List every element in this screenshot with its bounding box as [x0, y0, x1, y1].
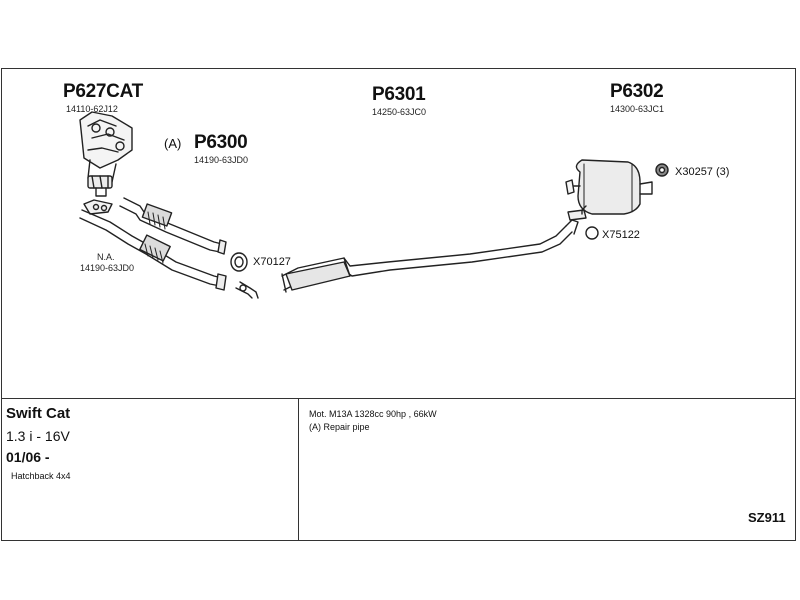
oem-number-p6301: 14250-63JC0: [372, 107, 427, 117]
diagram-frame: [1, 68, 796, 541]
info-column-divider: [298, 398, 299, 541]
na-oem-number: 14190-63JD0: [80, 263, 135, 273]
part-code-p6302[interactable]: P6302: [610, 81, 664, 102]
oem-number-p627cat: 14110-62J12: [66, 104, 118, 114]
vehicle-date: 01/06 -: [6, 449, 50, 465]
oem-number-p6300: 14190-63JD0: [194, 155, 249, 165]
na-label: N.A.: [97, 252, 115, 262]
vehicle-model: Swift Cat: [6, 405, 71, 422]
engine-note: Mot. M13A 1328cc 90hp , 66kW: [309, 409, 437, 419]
oem-number-p6302: 14300-63JC1: [610, 104, 665, 114]
front-pipe-lower-drawing: [79, 209, 227, 291]
part-code-p6301[interactable]: P6301: [372, 84, 426, 105]
front-pipe-upper-drawing: [119, 197, 227, 255]
repair-pipe-note: (A) Repair pipe: [309, 422, 370, 432]
fitting-x30257-label[interactable]: X30257 (3): [675, 166, 730, 178]
part-code-p627cat[interactable]: P627CAT: [63, 81, 143, 102]
gasket-x75122-drawing: [585, 226, 599, 240]
info-divider: [1, 398, 796, 399]
fitting-x70127-label[interactable]: X70127: [253, 256, 291, 268]
vehicle-body: Hatchback 4x4: [11, 471, 71, 481]
vehicle-engine: 1.3 i - 16V: [6, 428, 70, 444]
fitting-x75122-label[interactable]: X75122: [602, 229, 640, 241]
connector-drawing: [235, 281, 259, 299]
manifold-catalyst-drawing: [79, 111, 133, 197]
gasket-x70127-drawing: [230, 252, 248, 272]
rear-flange-drawing: [567, 209, 587, 221]
repair-marker-p6300: (A): [164, 136, 182, 151]
part-code-p6300[interactable]: P6300: [194, 132, 248, 153]
center-pipe-drawing: [281, 219, 579, 293]
rubber-hanger-x30257-drawing: [655, 163, 669, 177]
diagram-code: SZ911: [748, 510, 786, 525]
rear-muffler-drawing: [565, 159, 653, 215]
